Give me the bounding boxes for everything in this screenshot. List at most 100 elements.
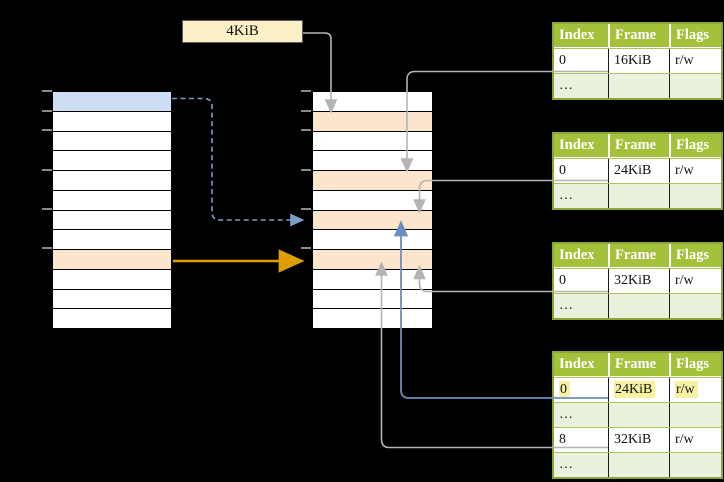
- memory-row-white: [53, 189, 171, 210]
- column-header-flags: Flags: [669, 353, 721, 376]
- cell-frame: 32KiB: [608, 428, 669, 452]
- address-tick: [42, 208, 52, 210]
- page-size-label: 4KiB: [182, 20, 303, 43]
- memory-row-white: [53, 308, 171, 328]
- column-header-index: Index: [559, 137, 595, 153]
- memory-row-white: [53, 170, 171, 190]
- memory-row-white: [53, 150, 171, 170]
- memory-row-white: [313, 268, 432, 289]
- memory-row-orange: [313, 209, 432, 230]
- memory-row-white: [53, 288, 171, 309]
- page-table-row-ellipsis: …: [554, 183, 721, 208]
- memory-row-white: [53, 209, 171, 230]
- column-header-frame: Frame: [608, 24, 669, 47]
- page-mapping-arrow-dashed: [172, 97, 305, 227]
- cell-flags: [669, 74, 721, 98]
- cell-index: 0: [559, 53, 566, 68]
- memory-row-white: [313, 229, 432, 249]
- cell-index: …: [559, 188, 573, 203]
- address-tick: [301, 247, 311, 250]
- cell-flags: r/w: [669, 269, 721, 293]
- virtual-memory-ticks: [42, 90, 52, 329]
- page-table-row-highlighted: 0 24KiB r/w: [554, 377, 721, 402]
- page-table-row-ellipsis: …: [554, 452, 721, 477]
- column-header-frame: Frame: [608, 353, 669, 376]
- page-table-row: 8 32KiB r/w: [554, 427, 721, 452]
- cell-frame: [608, 294, 669, 318]
- cell-flags: r/w: [669, 49, 721, 73]
- cell-frame: [608, 453, 669, 477]
- cell-index: 0: [554, 378, 608, 402]
- cell-index: 0: [559, 163, 566, 178]
- cell-index: 0: [559, 273, 566, 288]
- column-header-index: Index: [559, 247, 595, 263]
- column-header-flags: Flags: [669, 134, 721, 157]
- address-tick: [301, 109, 311, 112]
- page-table-row: 0 32KiB r/w: [554, 268, 721, 293]
- column-header-frame: Frame: [608, 244, 669, 267]
- cell-frame: 16KiB: [608, 49, 669, 73]
- physical-memory-ticks: [301, 90, 311, 329]
- cell-flags: r/w: [669, 378, 721, 402]
- address-tick: [301, 168, 311, 171]
- memory-row-white: [313, 189, 432, 210]
- memory-row-white: [53, 229, 171, 249]
- highlight: 0: [559, 381, 570, 398]
- page-table-1: Index Frame Flags 0 16KiB r/w …: [552, 22, 723, 100]
- memory-row-orange: [53, 249, 171, 269]
- page-table-header: Index Frame Flags: [554, 24, 721, 48]
- memory-row-white: [313, 150, 432, 170]
- page-table-4: Index Frame Flags 0 24KiB r/w … 8 32KiB …: [552, 351, 723, 479]
- page-table-row-ellipsis: …: [554, 402, 721, 427]
- page-table-3: Index Frame Flags 0 32KiB r/w …: [552, 242, 723, 320]
- memory-row-white: [53, 110, 171, 131]
- cell-index: …: [559, 78, 573, 93]
- page-table-header: Index Frame Flags: [554, 134, 721, 158]
- cell-index: 8: [559, 432, 566, 447]
- address-tick: [301, 129, 311, 132]
- memory-row-white: [313, 92, 432, 111]
- cell-flags: [669, 453, 721, 477]
- physical-memory-table: [312, 91, 433, 329]
- page-table-header: Index Frame Flags: [554, 353, 721, 377]
- column-header-frame: Frame: [608, 134, 669, 157]
- cell-frame: 24KiB: [608, 159, 669, 183]
- column-header-flags: Flags: [669, 244, 721, 267]
- cell-index: …: [559, 298, 573, 313]
- column-header-flags: Flags: [669, 24, 721, 47]
- address-tick: [301, 90, 311, 92]
- cell-frame: 32KiB: [608, 269, 669, 293]
- memory-row-white: [313, 130, 432, 151]
- cell-flags: r/w: [669, 159, 721, 183]
- cell-index: …: [559, 457, 573, 472]
- address-tick: [42, 168, 52, 171]
- column-header-index: Index: [559, 27, 595, 43]
- cell-frame: 24KiB: [608, 378, 669, 402]
- column-header-index: Index: [559, 356, 595, 372]
- highlight: r/w: [675, 381, 698, 398]
- virtual-memory-table: [52, 91, 172, 329]
- cell-flags: [669, 294, 721, 318]
- memory-row-orange: [313, 110, 432, 131]
- memory-row-orange: [313, 249, 432, 269]
- memory-row-white: [53, 268, 171, 289]
- memory-row-white: [53, 130, 171, 151]
- page-table-row: 0 24KiB r/w: [554, 158, 721, 183]
- cell-flags: [669, 403, 721, 427]
- memory-row-white: [313, 308, 432, 328]
- address-tick: [42, 247, 52, 250]
- memory-row-blue: [53, 92, 171, 111]
- address-tick: [42, 129, 52, 132]
- memory-row-orange: [313, 170, 432, 190]
- cell-frame: [608, 74, 669, 98]
- cell-index: …: [559, 407, 573, 422]
- page-table-row: 0 16KiB r/w: [554, 48, 721, 73]
- address-tick: [42, 109, 52, 112]
- cell-frame: [608, 403, 669, 427]
- address-tick: [301, 208, 311, 210]
- highlight: 24KiB: [614, 381, 656, 398]
- page-table-header: Index Frame Flags: [554, 244, 721, 268]
- cell-flags: r/w: [669, 428, 721, 452]
- cell-frame: [608, 184, 669, 208]
